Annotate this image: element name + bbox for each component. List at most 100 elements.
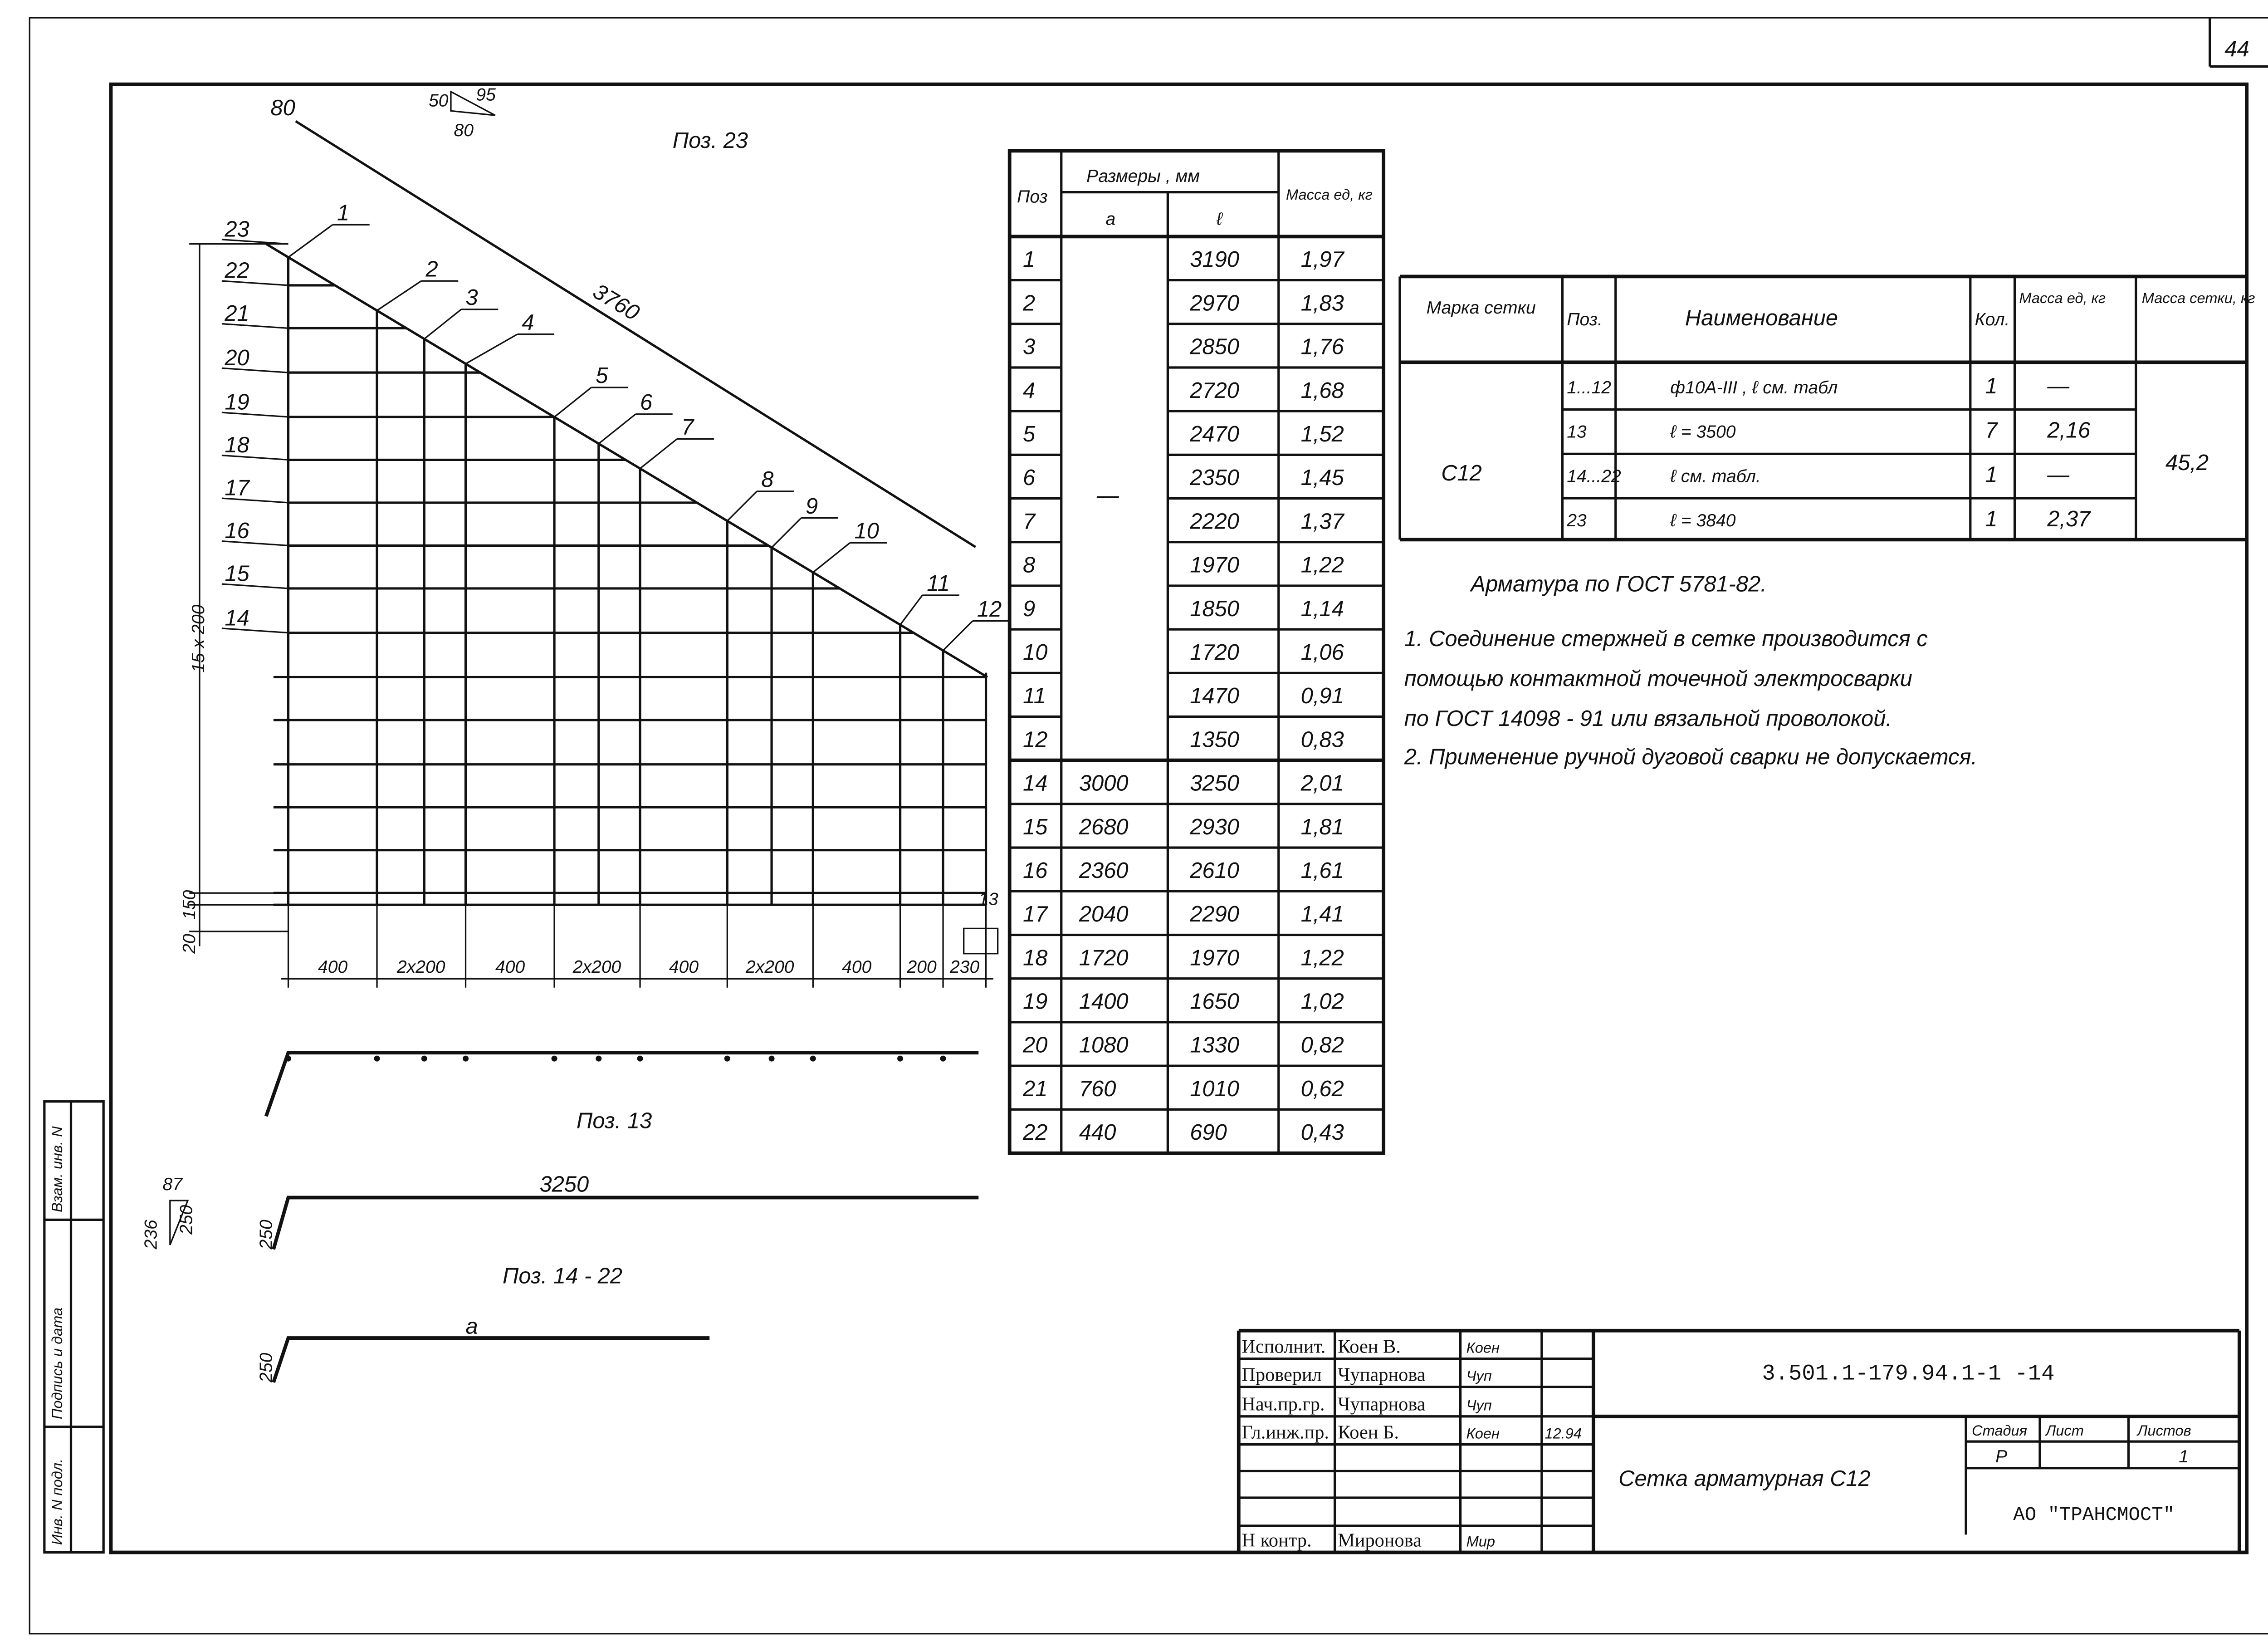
cell-l: 2610: [1189, 858, 1239, 883]
cell-l: 1650: [1190, 990, 1239, 1014]
header-name: Наименование: [1685, 306, 1838, 330]
cell-name: ℓ = 3840: [1670, 511, 1735, 530]
cell-l: 2720: [1189, 378, 1239, 403]
cell-poz: 13: [1567, 422, 1587, 442]
bar-13-plan: [272, 1196, 979, 1250]
cell-poz: 15: [1023, 815, 1048, 839]
pos14-hook: 250: [257, 1353, 276, 1382]
pos13-bend: 236: [141, 1220, 161, 1250]
leader-line: [221, 367, 288, 373]
bar-label: 7: [681, 415, 694, 440]
cell-poz: 6: [1023, 466, 1036, 490]
cell-poz: 18: [1023, 946, 1047, 970]
weld-point: [897, 1055, 904, 1062]
note-standard: Арматура по ГОСТ 5781-82.: [1469, 572, 1766, 596]
bar-label: 17: [225, 476, 250, 500]
bar-label: 23: [224, 217, 249, 241]
weld-point: [940, 1055, 946, 1062]
cell-mass: 2,01: [1300, 771, 1344, 796]
cell-a: 1400: [1079, 990, 1129, 1014]
cell-qty: 1: [1985, 507, 1997, 531]
bar-label: 16: [225, 519, 249, 543]
signer-role: Нач.пр.гр.: [1242, 1394, 1325, 1415]
signer-name: Коен Б.: [1338, 1422, 1399, 1443]
signer-role: Н контр.: [1242, 1529, 1311, 1551]
cell-mass: 2,16: [2047, 418, 2091, 443]
sheets-value: 1: [2179, 1447, 2189, 1466]
bar-label: 14: [225, 606, 249, 630]
notes: Арматура по ГОСТ 5781-82. 1. Соединение …: [1404, 572, 1977, 769]
cell-l: 3250: [1190, 771, 1239, 796]
cell-poz: 2: [1022, 291, 1035, 315]
header-mass: Масса ед, кг: [1286, 186, 1373, 203]
cell-l: 2290: [1189, 902, 1239, 926]
bend-label: 95: [476, 85, 496, 105]
cell-poz: 9: [1023, 597, 1035, 621]
label-13: 13: [978, 889, 998, 909]
weld-point: [637, 1055, 643, 1062]
bottom-dim: 400: [669, 957, 699, 977]
bar-label: 2: [425, 257, 438, 281]
pos14-22-title: Поз. 14 - 22: [503, 1264, 622, 1288]
cell-poz: 16: [1023, 858, 1048, 883]
bar-label: 22: [224, 259, 249, 283]
signer-name: Миронова: [1338, 1529, 1422, 1551]
header-unit-mass: Масса ед, кг: [2019, 290, 2106, 306]
header-qty: Кол.: [1975, 310, 2010, 329]
bar-label: 12: [977, 597, 1002, 622]
cell-l: 2970: [1189, 291, 1239, 315]
total-mass: 45,2: [2165, 451, 2209, 475]
cell-mass: 1,22: [1301, 553, 1344, 578]
bar-label: 19: [225, 390, 249, 415]
weld-point: [768, 1055, 775, 1062]
cell-l: 1970: [1190, 553, 1239, 578]
cell-mass: 1,37: [1301, 509, 1345, 534]
drawing-title: Сетка арматурная С12: [1618, 1466, 1871, 1491]
vertical-dim: 15 x 200: [189, 604, 208, 672]
cell-poz: 7: [1023, 509, 1036, 534]
bar-label: 3: [466, 285, 478, 310]
bottom-dim: 400: [318, 957, 347, 977]
stage-value: Р: [1995, 1447, 2007, 1466]
pos13-hook: 250: [257, 1220, 276, 1250]
weld-point: [724, 1055, 730, 1062]
cell-mass: 1,68: [1301, 378, 1344, 403]
cell-l: 1970: [1190, 946, 1239, 970]
bar-label: 18: [225, 433, 249, 457]
cell-mass: 2,37: [2047, 507, 2091, 531]
cell-mass: 0,62: [1301, 1077, 1344, 1101]
signer-date: 12.94: [1545, 1426, 1582, 1442]
cell-name: ℓ = 3500: [1670, 422, 1735, 442]
bar-label: 21: [224, 301, 249, 326]
leader-line: [221, 323, 288, 329]
cell-mass: 1,97: [1301, 247, 1345, 272]
sheets-label: Листов: [2136, 1422, 2191, 1439]
cell-poz: 19: [1023, 990, 1047, 1014]
leader-line: [221, 455, 288, 461]
sheet-frame: 44: [29, 17, 2268, 1635]
cell-mass: 1,52: [1301, 422, 1344, 446]
cell-mass: 1,02: [1301, 990, 1344, 1014]
cell-mass: 1,14: [1301, 597, 1344, 621]
cell-mass: 1,83: [1301, 291, 1344, 315]
cell-a: 2040: [1079, 902, 1129, 926]
bar-label: 5: [596, 363, 608, 388]
stage-label: Стадия: [1972, 1422, 2027, 1439]
weld-point: [285, 1055, 292, 1062]
leader-line: [376, 280, 422, 311]
leader-line: [554, 387, 592, 418]
bar-label: 20: [224, 346, 249, 370]
cell-mass: 1,81: [1301, 815, 1344, 839]
dash: —: [1096, 483, 1119, 508]
bar-label: 10: [855, 519, 879, 544]
cell-poz: 1: [1023, 247, 1035, 272]
header-sizes: Размеры , мм: [1086, 167, 1200, 186]
cell-mass: 1,45: [1301, 466, 1344, 490]
cell-poz: 14: [1023, 771, 1047, 796]
pos13-title: Поз. 13: [577, 1108, 652, 1133]
signer-name: Чупарнова: [1338, 1394, 1426, 1415]
sheet-number: 44: [2224, 37, 2249, 61]
sheet-label: Лист: [2045, 1422, 2084, 1439]
